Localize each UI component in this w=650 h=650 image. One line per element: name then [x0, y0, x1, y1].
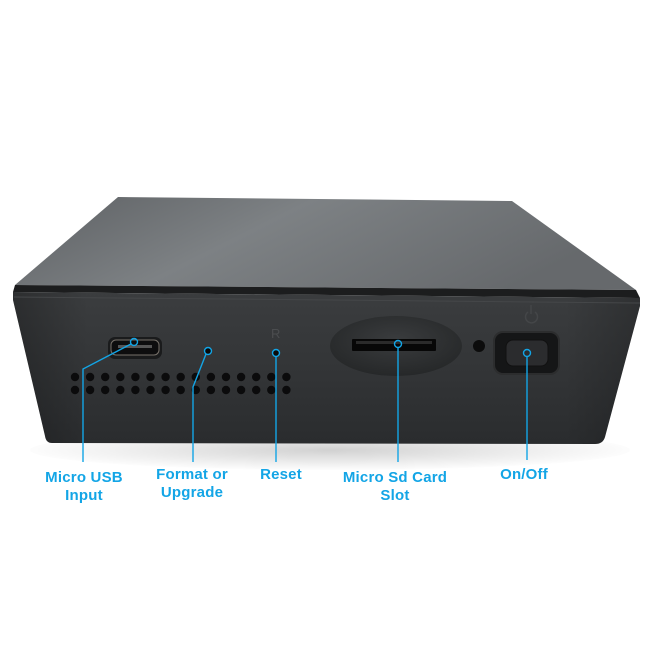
speaker-grille [70, 372, 291, 395]
box-top-face [15, 197, 636, 290]
callout-label-on-off: On/Off [500, 466, 548, 483]
power-icon [524, 305, 539, 324]
callout-label-micro-usb: Micro USB Input [45, 469, 123, 504]
format-button-hole [204, 347, 212, 355]
power-button [493, 331, 560, 375]
callout-label-micro-sd: Micro Sd Card Slot [342, 469, 448, 504]
callout-label-reset: Reset [260, 466, 302, 483]
led-indicator [473, 340, 485, 352]
reset-button-hole [272, 349, 280, 357]
micro-sd-slot [330, 316, 462, 376]
micro-usb-port [108, 337, 162, 359]
reset-label-r: R [271, 326, 280, 341]
callout-label-format-upgrade: Format or Upgrade [156, 466, 228, 501]
lid-seam [13, 285, 640, 298]
